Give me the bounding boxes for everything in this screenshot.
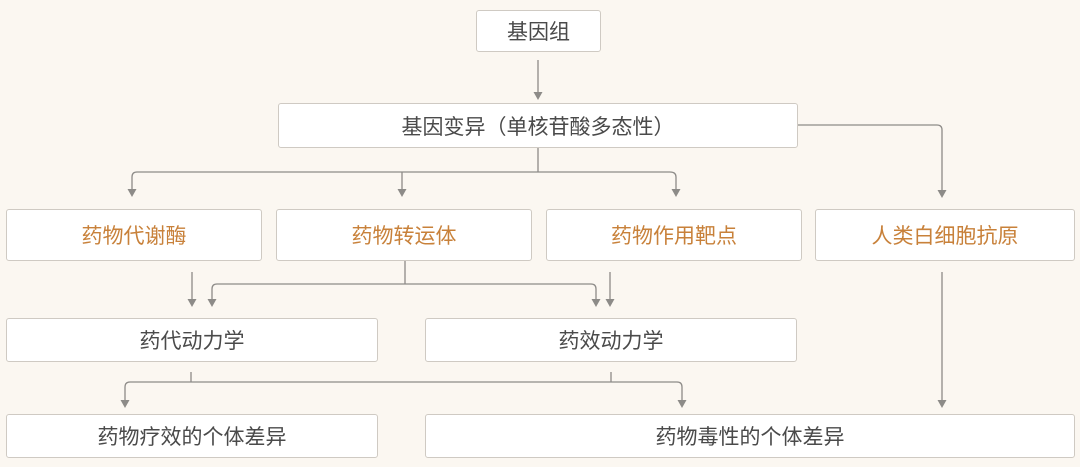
arrowhead bbox=[127, 189, 137, 197]
arrowhead bbox=[120, 400, 130, 408]
connector-outcome-branch bbox=[124, 381, 683, 400]
arrowhead bbox=[677, 400, 687, 408]
node-efficacy-variation: 药物疗效的个体差异 bbox=[6, 414, 378, 458]
node-gene-variation: 基因变异（单核苷酸多态性） bbox=[278, 103, 798, 148]
arrowhead bbox=[937, 190, 947, 198]
node-pharmacodynamics: 药效动力学 bbox=[425, 318, 797, 362]
node-genome: 基因组 bbox=[476, 10, 601, 52]
node-hla: 人类白细胞抗原 bbox=[815, 209, 1075, 261]
arrowhead bbox=[397, 189, 407, 197]
arrowhead bbox=[207, 299, 217, 307]
arrowhead bbox=[591, 299, 601, 307]
connector-transporter-branch bbox=[211, 283, 597, 300]
arrowhead bbox=[533, 92, 543, 100]
node-toxicity-variation: 药物毒性的个体差异 bbox=[425, 414, 1075, 458]
connector-variation-to-hla bbox=[798, 124, 943, 190]
node-drug-target: 药物作用靶点 bbox=[546, 209, 802, 261]
arrowhead bbox=[671, 189, 681, 197]
arrowhead bbox=[605, 299, 615, 307]
node-drug-metabolizing-enzyme: 药物代谢酶 bbox=[6, 209, 262, 261]
node-drug-transporter: 药物转运体 bbox=[276, 209, 532, 261]
connector-variation-branch bbox=[131, 171, 677, 190]
node-pharmacokinetics: 药代动力学 bbox=[6, 318, 378, 362]
arrowhead bbox=[187, 299, 197, 307]
arrowhead bbox=[937, 400, 947, 408]
